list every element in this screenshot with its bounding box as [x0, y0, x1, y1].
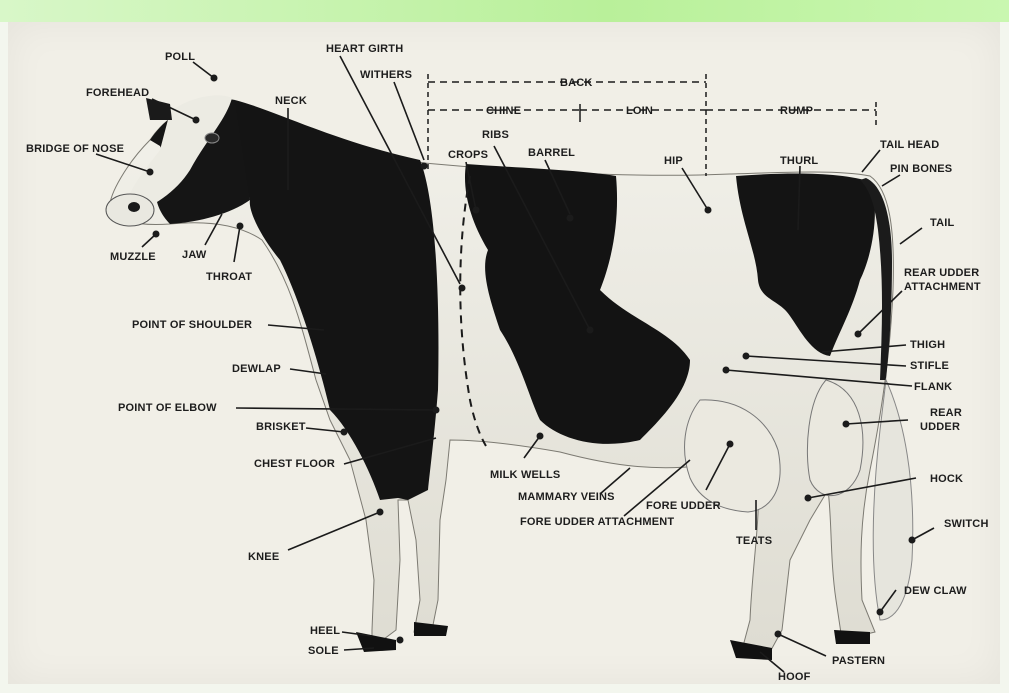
label-hip: HIP: [664, 155, 683, 167]
label-fore-udder: FORE UDDER: [646, 500, 721, 512]
label-switch: SWITCH: [944, 518, 989, 530]
label-rear-udder-1: REAR: [930, 407, 962, 419]
label-tail-head: TAIL HEAD: [880, 139, 939, 151]
label-dew-claw: DEW CLAW: [904, 585, 967, 597]
label-throat: THROAT: [206, 271, 252, 283]
neck-shoulder-patch: [235, 100, 438, 500]
label-point-of-shoulder: POINT OF SHOULDER: [132, 319, 252, 331]
label-jaw: JAW: [182, 249, 207, 261]
label-mammary-veins: MAMMARY VEINS: [518, 491, 615, 503]
label-heart-girth: HEART GIRTH: [326, 43, 403, 55]
label-rear-udder-2: UDDER: [920, 421, 960, 433]
label-muzzle: MUZZLE: [110, 251, 156, 263]
label-hoof: HOOF: [778, 671, 811, 683]
label-pastern: PASTERN: [832, 655, 885, 667]
label-point-of-elbow: POINT OF ELBOW: [118, 402, 217, 414]
label-sole: SOLE: [308, 645, 339, 657]
label-stifle: STIFLE: [910, 360, 949, 372]
label-back: BACK: [560, 77, 593, 89]
label-forehead: FOREHEAD: [86, 87, 149, 99]
label-barrel: BARREL: [528, 147, 575, 159]
label-chest-floor: CHEST FLOOR: [254, 458, 335, 470]
label-milk-wells: MILK WELLS: [490, 469, 560, 481]
label-hock: HOCK: [930, 473, 963, 485]
label-heel: HEEL: [310, 625, 340, 637]
label-dewlap: DEWLAP: [232, 363, 281, 375]
rear-hoof-2: [834, 630, 870, 644]
label-withers: WITHERS: [360, 69, 412, 81]
nostril: [128, 202, 140, 212]
label-tail: TAIL: [930, 217, 955, 229]
label-thigh: THIGH: [910, 339, 945, 351]
label-bridge-of-nose: BRIDGE OF NOSE: [26, 143, 124, 155]
label-crops: CROPS: [448, 149, 488, 161]
ear: [146, 98, 172, 120]
label-fore-udder-attachment: FORE UDDER ATTACHMENT: [520, 516, 674, 528]
label-rear-udder-attachment-2: ATTACHMENT: [904, 281, 981, 293]
label-teats: TEATS: [736, 535, 772, 547]
label-knee: KNEE: [248, 551, 279, 563]
cow-illustration: [106, 95, 913, 660]
label-chine: CHINE: [486, 105, 521, 117]
front-hoof-2: [414, 622, 448, 636]
label-flank: FLANK: [914, 381, 952, 393]
label-pin-bones: PIN BONES: [890, 163, 952, 175]
label-neck: NECK: [275, 95, 307, 107]
label-rump: RUMP: [780, 105, 813, 117]
label-rear-udder-attachment-1: REAR UDDER: [904, 267, 979, 279]
label-loin: LOIN: [626, 105, 653, 117]
eye: [205, 133, 219, 143]
label-poll: POLL: [165, 51, 195, 63]
label-thurl: THURL: [780, 155, 818, 167]
label-brisket: BRISKET: [256, 421, 306, 433]
label-ribs: RIBS: [482, 129, 509, 141]
